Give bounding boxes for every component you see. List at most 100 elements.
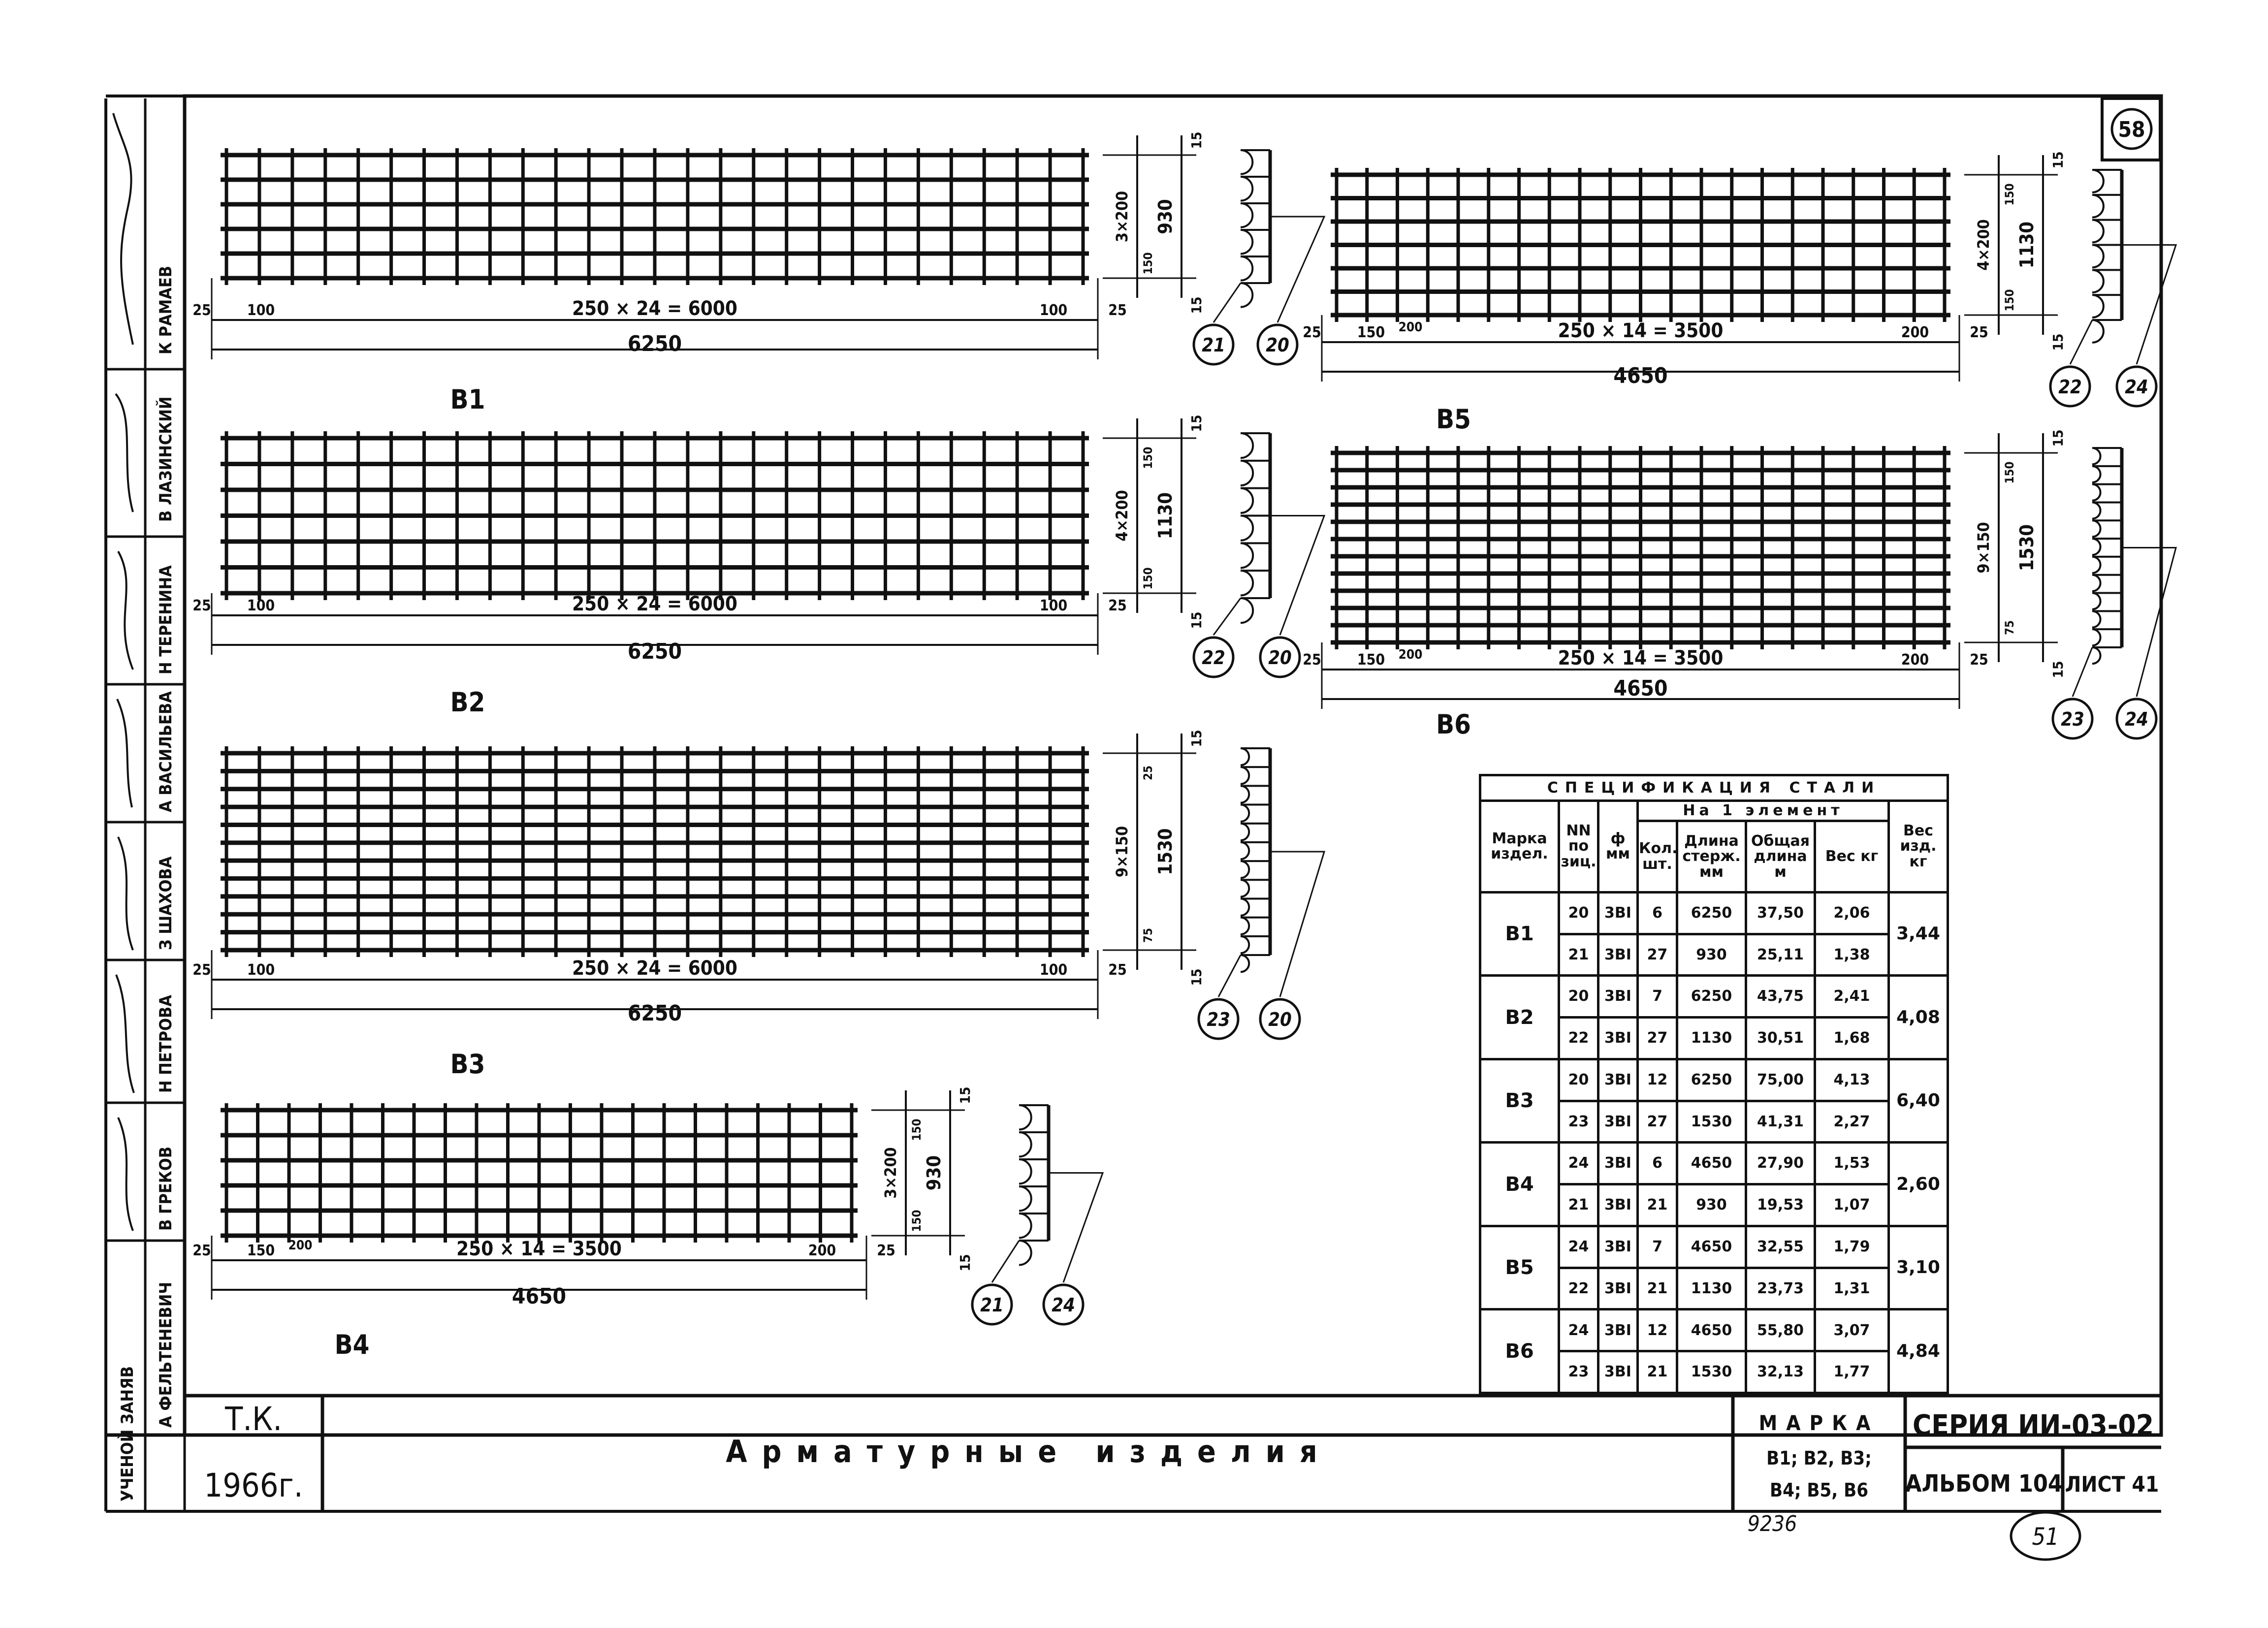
bottom-cover-dimension: 15 — [1188, 296, 1205, 314]
spec-cell-pos: 24 — [1558, 1224, 1599, 1269]
total-dimension-text: 6250 — [628, 331, 682, 356]
total-dimension-text: 4650 — [512, 1284, 566, 1309]
spec-cell-diam: 3ВI — [1597, 1350, 1639, 1394]
section-hook — [1240, 897, 1270, 917]
section-hook — [2092, 501, 2122, 520]
spec-cell-qty: 12 — [1636, 1308, 1678, 1353]
spec-cell-qty: 12 — [1636, 1057, 1678, 1102]
spec-cell-diam: 3ВI — [1597, 1266, 1639, 1311]
spec-cell-qty: 27 — [1636, 1099, 1678, 1144]
left-offset2-dimension: 200 — [288, 1238, 313, 1253]
leader-line — [1270, 216, 1326, 323]
section-hook — [1240, 542, 1270, 569]
section-hook — [1240, 432, 1270, 459]
spec-cell-total-len: 41,31 — [1745, 1099, 1816, 1144]
section-hook — [1240, 229, 1270, 255]
edge-bottom-dimension: 75 — [2003, 620, 2016, 635]
spec-cell-weight: 2,27 — [1814, 1099, 1890, 1144]
spec-cell-total-len: 75,00 — [1745, 1057, 1816, 1102]
spec-cell-total-len: 37,50 — [1745, 891, 1816, 935]
spec-cell-weight: 1,53 — [1814, 1141, 1890, 1186]
spec-cell-weight: 3,07 — [1814, 1308, 1890, 1353]
mesh-b4 — [211, 1090, 1104, 1326]
spec-cell-pos: 21 — [1558, 1183, 1599, 1227]
left-offset2-dimension: 200 — [1399, 320, 1423, 335]
section-hook — [1240, 916, 1270, 935]
spec-col-ves-izd: Вес изд. кг — [1887, 799, 1949, 894]
pitch-dimension: 3×200 — [1113, 191, 1131, 242]
section-hook — [2092, 574, 2122, 592]
mesh-b2 — [211, 418, 1326, 678]
spec-cell-item-weight: 3,44 — [1887, 891, 1949, 977]
section-hook — [1240, 514, 1270, 542]
section-hook — [2092, 519, 2122, 538]
section-hook — [2092, 483, 2122, 502]
spec-cell-weight: 1,07 — [1814, 1183, 1890, 1227]
leader-line — [1049, 1172, 1104, 1283]
spec-cell-pos: 20 — [1558, 891, 1599, 935]
spec-cell-diam: 3ВI — [1597, 1308, 1639, 1353]
seria-label: СЕРИЯ ИИ-03-02 — [1913, 1408, 2154, 1442]
spec-col-obsh: Общая длина м — [1745, 820, 1816, 894]
section-hook — [1240, 747, 1270, 766]
mesh-label: В3 — [450, 1049, 485, 1080]
mesh-b5 — [1321, 155, 2177, 408]
side-name-4: З ШАХОВА — [156, 856, 176, 950]
right-end-dimension: 25 — [877, 1242, 895, 1259]
section-hook — [1240, 766, 1270, 785]
side-strip — [106, 98, 186, 1511]
spec-cell-weight: 1,31 — [1814, 1266, 1890, 1311]
edge-top-dimension: 150 — [2003, 461, 2016, 483]
section-hook — [1240, 879, 1270, 898]
edge-bottom-dimension: 150 — [910, 1210, 924, 1232]
leader-line — [1213, 283, 1242, 323]
edge-bottom-dimension: 150 — [1141, 567, 1155, 589]
spec-cell-diam: 3ВI — [1597, 1057, 1639, 1102]
spec-cell-len: 6250 — [1676, 974, 1747, 1019]
spec-cell-len: 1530 — [1676, 1099, 1747, 1144]
sheet-number-bottom: 51 — [2010, 1511, 2081, 1561]
mesh-b6 — [1321, 433, 2177, 740]
top-cover-dimension: 15 — [1188, 131, 1205, 149]
spec-cell-diam: 3ВI — [1597, 1224, 1639, 1269]
leader-line — [2122, 244, 2177, 365]
spec-cell-qty: 7 — [1636, 1224, 1678, 1269]
spec-cell-weight: 1,68 — [1814, 1016, 1890, 1060]
spec-cell-item-weight: 4,08 — [1887, 974, 1949, 1060]
left-offset-dimension: 100 — [247, 302, 275, 319]
page-title: Арматурные изделия — [726, 1434, 1332, 1469]
left-offset-dimension: 150 — [1357, 324, 1385, 341]
side-name-1: В ЛАЗИНСКИЙ — [156, 396, 176, 522]
spec-cell-len: 4650 — [1676, 1141, 1747, 1186]
left-offset-dimension: 100 — [247, 961, 275, 979]
spec-cell-total-len: 19,53 — [1745, 1183, 1816, 1227]
span-dimension-text: 250 × 14 = 3500 — [1558, 319, 1724, 342]
position-number: 21 — [980, 1294, 1004, 1316]
mesh-label: В4 — [335, 1329, 370, 1360]
side-name-0: К РАМАЕВ — [156, 266, 176, 354]
left-end-dimension: 25 — [192, 597, 211, 614]
section-hook — [2092, 269, 2122, 294]
section-hook — [1240, 860, 1270, 879]
left-end-dimension: 25 — [1303, 651, 1321, 669]
left-end-dimension: 25 — [1303, 324, 1321, 341]
position-bubble — [2115, 365, 2158, 408]
spec-cell-len: 4650 — [1676, 1308, 1747, 1353]
spec-cell-weight: 2,41 — [1814, 974, 1890, 1019]
section-hook — [2092, 169, 2122, 193]
spec-cell-total-len: 23,73 — [1745, 1266, 1816, 1311]
spec-cell-total-len: 32,13 — [1745, 1350, 1816, 1394]
spec-cell-qty: 21 — [1636, 1266, 1678, 1311]
spec-cell-len: 1130 — [1676, 1016, 1747, 1060]
section-hook — [1240, 803, 1270, 823]
position-bubble — [971, 1283, 1013, 1326]
mesh-b3 — [211, 734, 1326, 1040]
total-dimension-text: 4650 — [1613, 676, 1667, 701]
spec-col-dlina: Длина стерж. мм — [1676, 820, 1747, 894]
spec-cell-item-weight: 6,40 — [1887, 1057, 1949, 1144]
spec-cell-weight: 1,38 — [1814, 932, 1890, 977]
